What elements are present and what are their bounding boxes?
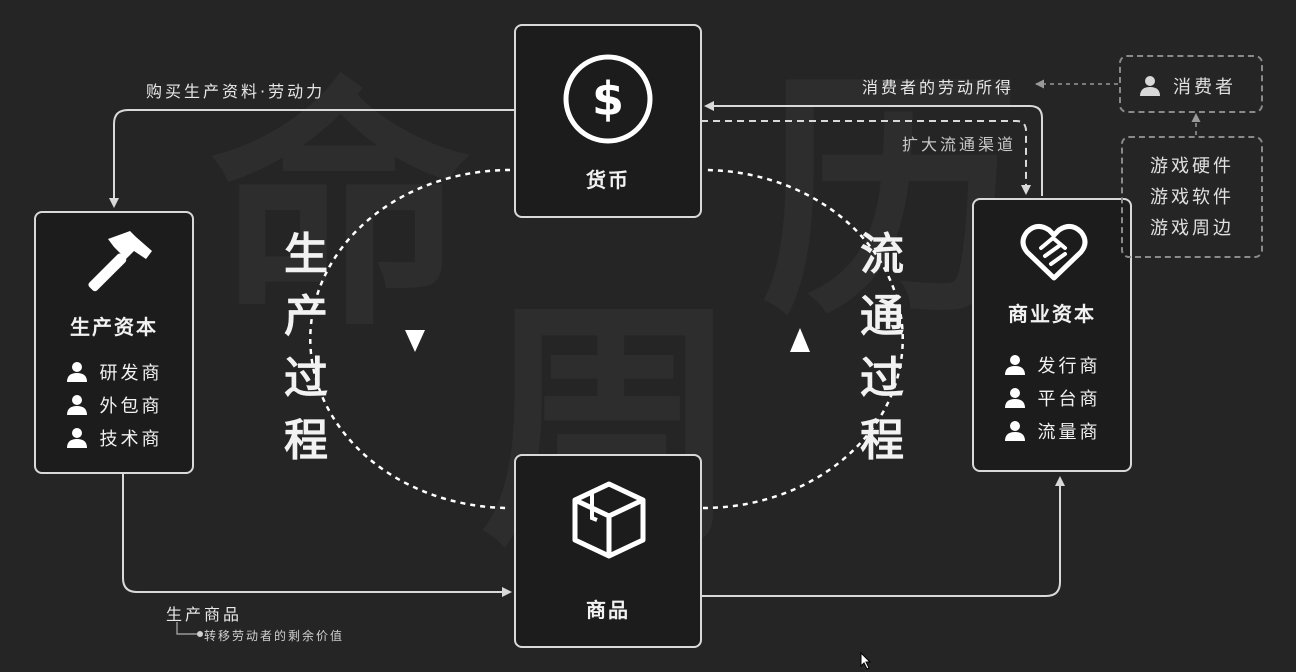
arrow-consumer-income (704, 101, 1043, 196)
person-icon (66, 394, 87, 415)
produce-goods-label: 生产商品 (166, 605, 243, 624)
role-label: 研发商 (99, 362, 163, 384)
consumer-income-label: 消费者的劳动所得 (862, 78, 1015, 97)
surplus-connector (176, 622, 200, 635)
role-label: 流量商 (1037, 421, 1101, 443)
role-item: 流量商 (1004, 414, 1101, 447)
buy-means-label: 购买生产资料·劳动力 (146, 82, 326, 101)
cycle-right-arc (702, 168, 904, 510)
mouse-cursor-icon (860, 652, 872, 670)
commercial-roles: 发行商 平台商 流量商 (974, 348, 1130, 447)
arrow-buy-means (109, 109, 515, 208)
cycle-left-arrowhead (405, 330, 425, 352)
box-icon (572, 481, 646, 559)
arrow-expand-channels (701, 120, 1031, 195)
goods-title: 商品 (586, 598, 630, 622)
consumer-label: 消费者 (1173, 77, 1236, 98)
role-item: 技术商 (66, 421, 163, 454)
production-capital-box: 生产资本 研发商 外包商 技术商 (34, 211, 194, 474)
handshake-icon (1020, 224, 1088, 281)
expand-channels-label: 扩大流通渠道 (902, 135, 1017, 154)
arrow-produce-goods (122, 472, 512, 597)
product-item: 游戏周边 (1150, 218, 1234, 239)
role-label: 发行商 (1037, 355, 1101, 377)
role-item: 研发商 (66, 355, 163, 388)
arrow-goods-to-commerce (701, 476, 1065, 597)
dollar-circle-icon: $ (563, 54, 653, 144)
background-watermark-left: 命 (210, 59, 470, 361)
production-roles: 研发商 外包商 技术商 (36, 355, 192, 454)
role-label: 平台商 (1037, 388, 1101, 410)
person-icon (1004, 354, 1025, 375)
production-process-label: 生 产 过 程 (284, 229, 328, 466)
goods-box: 商品 (514, 454, 702, 648)
svg-text:$: $ (592, 72, 624, 126)
commercial-capital-box: 商业资本 发行商 平台商 流量商 (972, 198, 1132, 472)
circulation-process-label: 流 通 过 程 (860, 229, 904, 466)
game-products-box: 游戏硬件 游戏软件 游戏周边 (1121, 136, 1263, 258)
cycle-right-arrowhead (790, 328, 810, 352)
person-icon (66, 361, 87, 382)
money-box: $ 货币 (514, 24, 702, 218)
hammer-icon (88, 231, 152, 292)
product-item: 游戏硬件 (1150, 156, 1234, 177)
cycle-left-arc (309, 168, 511, 510)
production-capital-title: 生产资本 (70, 315, 158, 339)
role-item: 外包商 (66, 388, 163, 421)
person-icon (1004, 420, 1025, 441)
role-item: 发行商 (1004, 348, 1101, 381)
role-label: 技术商 (99, 428, 163, 450)
role-item: 平台商 (1004, 381, 1101, 414)
surplus-bullet (197, 631, 203, 637)
commercial-capital-title: 商业资本 (1008, 302, 1096, 326)
consumer-box: 消费者 (1119, 55, 1263, 113)
product-item: 游戏软件 (1150, 187, 1234, 208)
person-icon (1004, 387, 1025, 408)
transfer-surplus-label: 转移劳动者的剩余价值 (204, 629, 345, 643)
person-icon (1140, 76, 1160, 96)
role-label: 外包商 (99, 395, 163, 417)
person-icon (66, 427, 87, 448)
money-title: 货币 (586, 168, 630, 192)
